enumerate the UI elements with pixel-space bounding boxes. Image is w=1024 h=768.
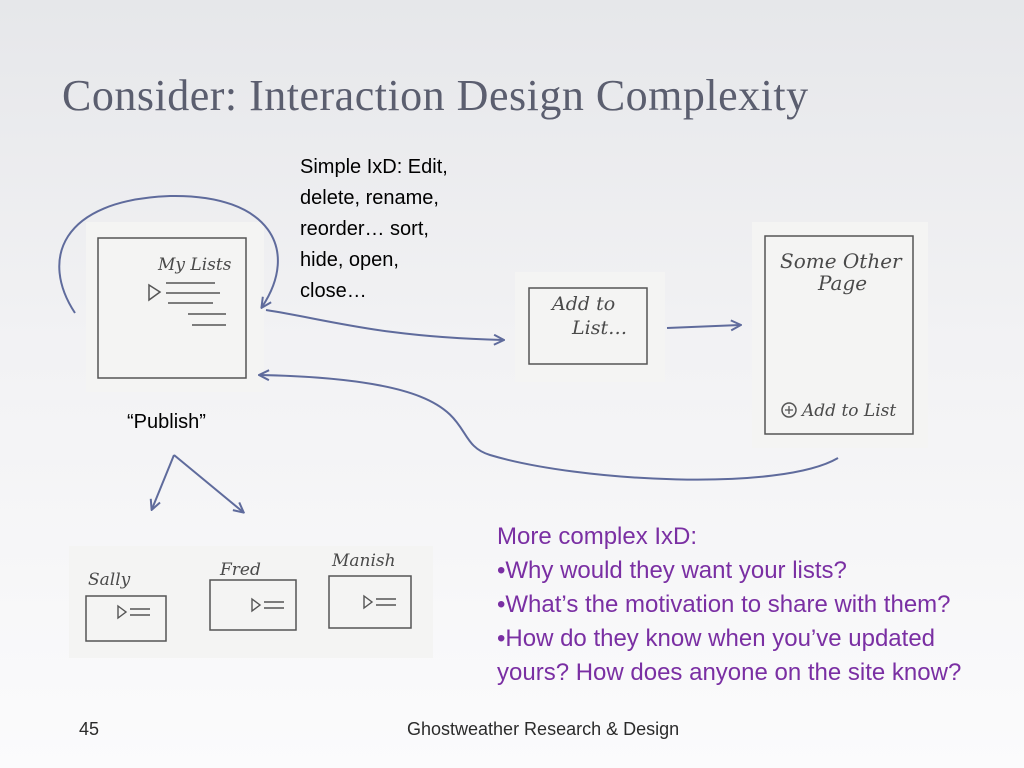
add-to-list-sketch: Add to List… — [515, 272, 665, 382]
simple-ixd-line: delete, rename, — [300, 187, 439, 209]
loop-arrow — [58, 194, 279, 314]
some-other-label: Some Other — [780, 249, 903, 273]
user-card-fred: Fred — [209, 560, 297, 631]
add-to-label: Add to — [550, 293, 615, 315]
simple-ixd-line: Simple IxD: Edit, — [300, 156, 448, 178]
simple-ixd-note: Simple IxD: Edit, delete, rename, reorde… — [300, 152, 510, 307]
page-label: Page — [817, 271, 867, 295]
slide-title: Consider: Interaction Design Complexity — [62, 71, 809, 120]
users-sketch: Sally Fred Manish — [69, 546, 433, 658]
add-to-list-button-label: Add to List — [800, 401, 896, 421]
complex-ixd-bullet: •How do they know when you’ve updated yo… — [497, 625, 962, 686]
simple-ixd-line: close… — [300, 280, 367, 302]
publish-arrow-right — [173, 454, 243, 512]
arrow-to-other-page — [666, 325, 740, 328]
list-label: List… — [571, 317, 627, 339]
user-card-manish: Manish — [328, 551, 412, 629]
complex-ixd-heading: More complex IxD: — [497, 523, 698, 550]
complex-ixd-bullet: •Why would they want your lists? — [497, 557, 847, 584]
complex-ixd-bullet: •What’s the motivation to share with the… — [497, 591, 951, 618]
user-name-fred: Fred — [219, 560, 261, 580]
simple-ixd-line: hide, open, — [300, 249, 399, 271]
slide-number: 45 — [79, 719, 100, 739]
footer-source: Ghostweather Research & Design — [407, 719, 680, 739]
simple-ixd-line: reorder… sort, — [300, 218, 429, 240]
publish-arrow-left — [152, 454, 175, 509]
arrow-to-add-list — [265, 309, 503, 340]
user-name-sally: Sally — [88, 570, 131, 590]
user-card-sally: Sally — [85, 570, 167, 642]
complex-ixd-note: More complex IxD: •Why would they want y… — [497, 520, 987, 690]
return-arrow — [260, 375, 839, 481]
publish-label: “Publish” — [127, 411, 206, 433]
my-lists-label: My Lists — [157, 255, 232, 275]
my-lists-sketch: My Lists — [86, 222, 264, 392]
play-icon — [148, 283, 162, 302]
user-name-manish: Manish — [331, 551, 396, 571]
plus-circle-icon — [781, 402, 797, 418]
other-page-sketch: Some Other Page Add to List — [752, 222, 928, 448]
